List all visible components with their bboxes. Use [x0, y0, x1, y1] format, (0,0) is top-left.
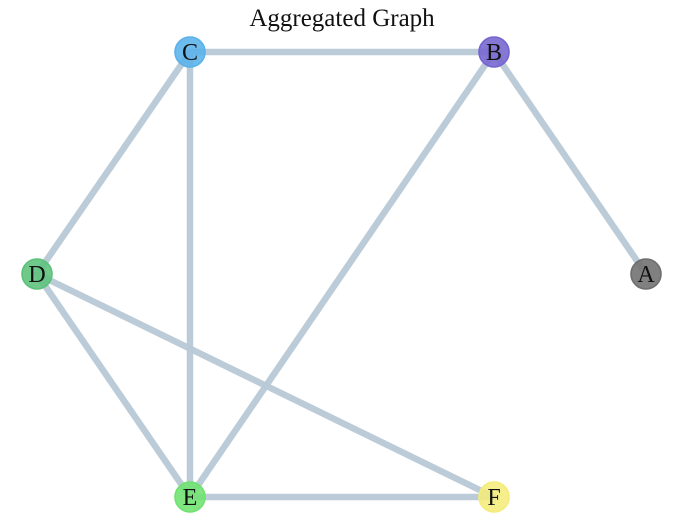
node-a-circle	[630, 258, 662, 290]
node-a: A	[630, 258, 662, 290]
node-d: D	[21, 258, 53, 290]
edge-b-e	[186, 48, 498, 501]
node-c-label: C	[182, 40, 198, 66]
edge-d-e	[33, 270, 194, 501]
nodes-layer: A B C D E F	[21, 36, 662, 513]
node-b-label: B	[486, 40, 502, 66]
node-f: F	[478, 481, 510, 513]
node-d-circle	[21, 258, 53, 290]
node-c-circle	[174, 36, 206, 68]
graph-title: Aggregated Graph	[249, 5, 435, 32]
edge-b-a	[490, 48, 650, 278]
node-a-label: A	[637, 262, 655, 288]
edge-c-d	[33, 48, 194, 278]
edges-layer	[33, 48, 650, 501]
node-e-circle	[174, 481, 206, 513]
node-c: C	[174, 36, 206, 68]
node-f-circle	[478, 481, 510, 513]
node-e: E	[174, 481, 206, 513]
node-e-label: E	[183, 485, 198, 511]
edge-d-f	[33, 270, 498, 501]
node-f-label: F	[487, 485, 500, 511]
node-d-label: D	[28, 262, 45, 288]
node-b: B	[478, 36, 510, 68]
node-b-circle	[478, 36, 510, 68]
